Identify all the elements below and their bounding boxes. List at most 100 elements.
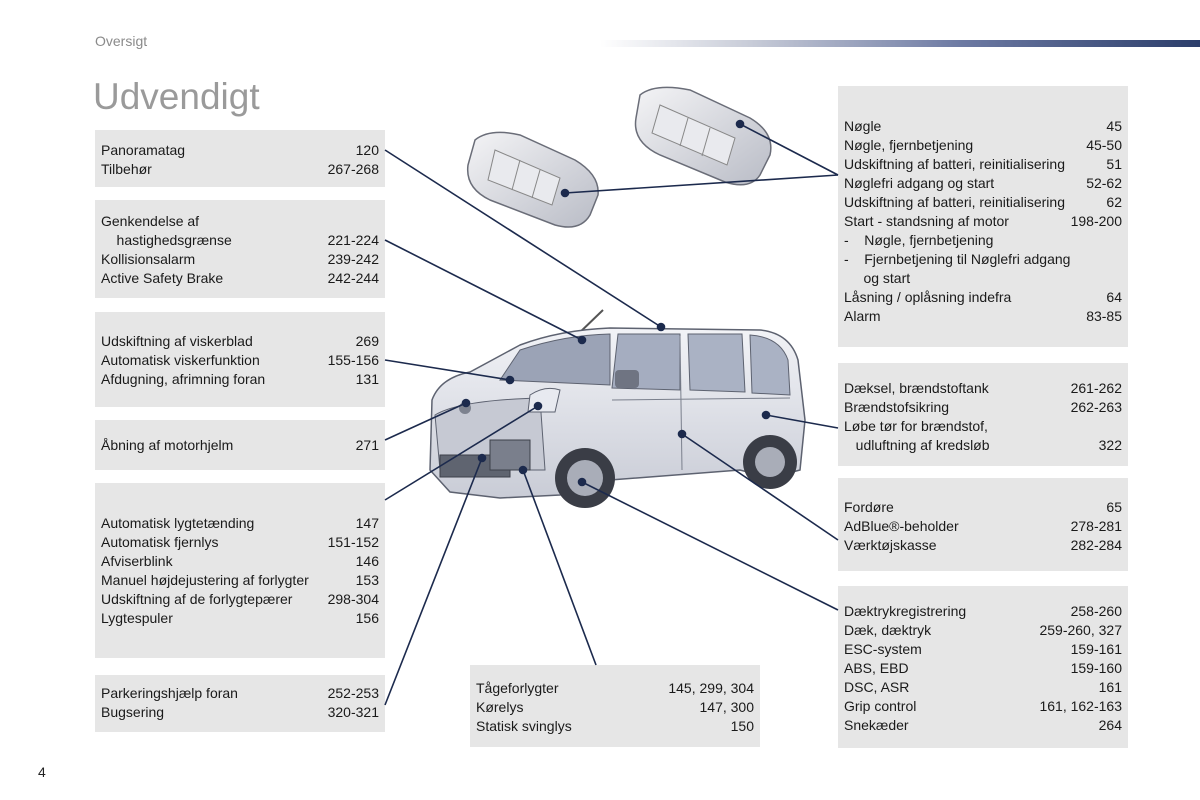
key-fob-icon (466, 131, 599, 228)
entry-page: 159-160 (1070, 660, 1122, 676)
entry-page: 239-242 (327, 251, 379, 267)
entry-page: 267-268 (327, 161, 379, 177)
entry-text: Dæk, dæktryk (844, 622, 932, 638)
entry-text: Nøgle, fjernbetjening (844, 137, 974, 153)
entry-text: - Fjernbetjening til Nøglefri adgang (844, 251, 1071, 267)
header-rule (600, 40, 1200, 47)
entry-text: Låsning / oplåsning indefra (844, 289, 1012, 305)
index-entry: Automatisk fjernlys 151-152 (101, 533, 379, 552)
page-title: Udvendigt (93, 76, 260, 117)
index-entry: Bugsering 320-321 (101, 703, 379, 722)
page-number: 4 (38, 764, 46, 780)
index-entry: Dæk, dæktryk 259-260, 327 (844, 621, 1122, 640)
entry-text: Brændstofsikring (844, 399, 950, 415)
leader-lines (384, 119, 839, 706)
entry-text: DSC, ASR (844, 679, 910, 695)
entry-text: Åbning af motorhjelm (101, 437, 234, 453)
entry-text: Bugsering (101, 704, 165, 720)
index-entry: - Nøgle, fjernbetjening (844, 231, 1122, 250)
entry-text: Automatisk fjernlys (101, 534, 219, 550)
entry-page: 278-281 (1070, 518, 1122, 534)
entry-text: Dæktrykregistrering (844, 603, 967, 619)
entry-text: Parkeringshjælp foran (101, 685, 238, 701)
entry-text: Nøgle (844, 118, 882, 134)
entry-text: Udskiftning af batteri, reinitialisering (844, 156, 1065, 172)
index-entry: Dæktrykregistrering 258-260 (844, 602, 1122, 621)
entry-page: 45-50 (1086, 137, 1122, 153)
index-entry: - Fjernbetjening til Nøglefri adgang (844, 250, 1122, 269)
entry-page: 147, 300 (699, 699, 755, 715)
entry-text: Lygtespuler (101, 610, 173, 626)
entry-text: Snekæder (844, 717, 909, 733)
keyless-fob-icon (634, 86, 772, 186)
entry-text: hastighedsgrænse (101, 232, 232, 248)
entry-page: 64 (1106, 289, 1122, 305)
entry-text: Start - standsning af motor (844, 213, 1009, 229)
entry-page: 51 (1106, 156, 1122, 172)
entry-page: 269 (355, 333, 379, 349)
entry-page: 221-224 (327, 232, 379, 248)
entry-text: Udskiftning af viskerblad (101, 333, 253, 349)
entry-text: Tågeforlygter (476, 680, 559, 696)
entry-page: 320-321 (327, 704, 379, 720)
entry-page: 151-152 (327, 534, 379, 550)
index-entry: Active Safety Brake 242-244 (101, 269, 379, 288)
entry-page: 282-284 (1070, 537, 1122, 553)
entry-text: Udskiftning af de forlygtepærer (101, 591, 293, 607)
entry-text: Afviserblink (101, 553, 173, 569)
entry-text: Automatisk lygtetænding (101, 515, 255, 531)
index-entry: Snekæder 264 (844, 716, 1122, 735)
entry-page: 62 (1106, 194, 1122, 210)
index-entry: og start (844, 269, 1122, 288)
entry-page: 264 (1098, 717, 1122, 733)
index-entry: Låsning / oplåsning indefra 64 (844, 288, 1122, 307)
entry-text: Alarm (844, 308, 881, 324)
section-label: Oversigt (95, 33, 148, 49)
entry-page: 261-262 (1070, 380, 1122, 396)
van-icon (429, 309, 806, 508)
entry-page: 242-244 (327, 270, 379, 286)
entry-text: og start (844, 270, 911, 286)
entry-page: 120 (355, 142, 379, 158)
entry-page: 161, 162-163 (1039, 698, 1122, 714)
entry-page: 52-62 (1086, 175, 1122, 191)
index-entry: Genkendelse af (101, 212, 379, 231)
entry-page: 259-260, 327 (1039, 622, 1122, 638)
entry-text: Genkendelse af (101, 213, 200, 229)
entry-page: 258-260 (1070, 603, 1122, 619)
entry-page: 45 (1106, 118, 1122, 134)
entry-page: 159-161 (1070, 641, 1122, 657)
entry-page: 65 (1106, 499, 1122, 515)
index-entry: hastighedsgrænse 221-224 (101, 231, 379, 250)
entry-text: Active Safety Brake (101, 270, 224, 286)
